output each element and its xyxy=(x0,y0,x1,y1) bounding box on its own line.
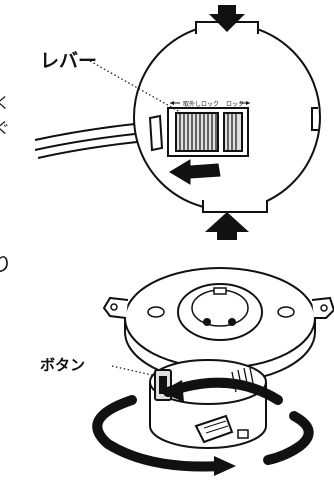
lever-leader-line xyxy=(89,60,181,113)
lock-slider xyxy=(223,112,243,152)
right-ear xyxy=(311,296,334,319)
slot-right xyxy=(277,306,295,318)
press-down-arrow xyxy=(209,5,245,32)
rotate-arrow-right xyxy=(263,411,314,465)
press-up-arrow xyxy=(205,212,249,240)
contact-left xyxy=(203,318,211,326)
cropped-text-mid: ぐ xyxy=(0,119,11,137)
slot-left xyxy=(147,306,165,318)
lever-ridges xyxy=(179,114,217,150)
side-notch xyxy=(311,107,318,131)
slide-direction-arrow xyxy=(169,159,221,185)
contact-right xyxy=(228,318,236,326)
switch-label-left: 取外しロック xyxy=(183,100,219,108)
cable-entry xyxy=(148,114,164,152)
bottom-mount-figure xyxy=(92,267,334,476)
button-leader-line xyxy=(111,365,157,377)
bottom-tab xyxy=(202,200,268,213)
plug-cable-port xyxy=(194,414,234,444)
cropped-text-top: く xyxy=(0,94,11,112)
lever-slider xyxy=(175,112,219,152)
rotate-arrow-lower xyxy=(92,395,227,472)
top-plug-figure: 取外しロック ロック xyxy=(34,5,321,240)
lever-label: レバー xyxy=(40,50,98,72)
left-ear xyxy=(102,296,129,319)
switch-label-right: ロック xyxy=(226,101,244,108)
cropped-text-left: り xyxy=(0,252,12,276)
button-label: ボタン xyxy=(40,356,86,374)
lock-ridges xyxy=(227,114,237,150)
